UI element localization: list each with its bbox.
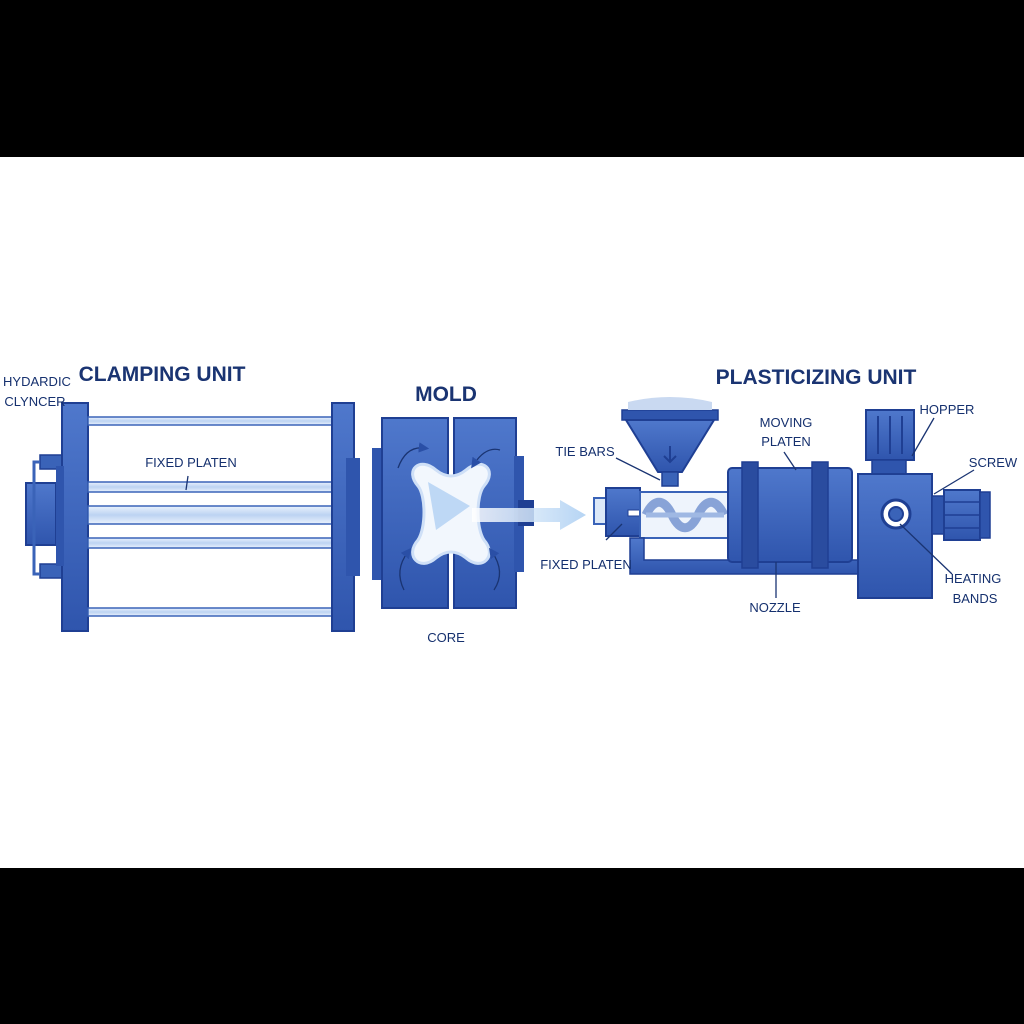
plasticizing-unit: [593, 397, 991, 599]
title-mold: MOLD: [415, 383, 477, 406]
clamping-unit: [25, 402, 360, 632]
cooling-flow-arrows: [397, 442, 501, 591]
label-screw: SCREW: [969, 455, 1018, 470]
bottom-black-band: [0, 868, 1024, 1024]
clamping-front-platen-boss: [346, 458, 360, 576]
rear-platen: [61, 402, 89, 632]
label-core: CORE: [427, 630, 465, 645]
moving-platen-cylinder: [727, 461, 853, 569]
label-heating-bands-1: HEATING: [945, 571, 1002, 586]
title-clamping-unit: CLAMPING UNIT: [79, 363, 246, 386]
label-nozzle: NOZZLE: [749, 600, 801, 615]
screw-flights: [641, 497, 729, 533]
label-hopper: HOPPER: [920, 402, 975, 417]
injection-flow-arrow: [472, 500, 586, 530]
drive-housing: [857, 409, 933, 599]
hopper: [621, 397, 719, 487]
top-black-band: [0, 0, 1024, 157]
title-plasticizing-unit: PLASTICIZING UNIT: [716, 366, 917, 389]
label-heating-bands-2: BANDS: [953, 591, 998, 606]
label-hydraulic-cylinder-1: HYDARDIC: [3, 374, 71, 389]
component-labels: HYDARDIC CLYNCER FIXED PLATEN CORE TIE B…: [3, 374, 1018, 645]
label-tie-bars: TIE BARS: [555, 444, 615, 459]
motor: [931, 489, 991, 541]
rear-platen-boss: [56, 466, 64, 566]
label-moving-platen-1: MOVING: [760, 415, 813, 430]
section-titles: CLAMPING UNIT MOLD PLASTICIZING UNIT: [79, 363, 917, 406]
label-fixed-platen-left: FIXED PLATEN: [145, 455, 237, 470]
label-moving-platen-2: PLATEN: [761, 434, 811, 449]
leader-lines: [185, 417, 975, 598]
label-fixed-platen-right: FIXED PLATEN: [540, 557, 632, 572]
label-hydraulic-cylinder-2: CLYNCER: [4, 394, 65, 409]
melt-flow-front: [428, 482, 470, 530]
